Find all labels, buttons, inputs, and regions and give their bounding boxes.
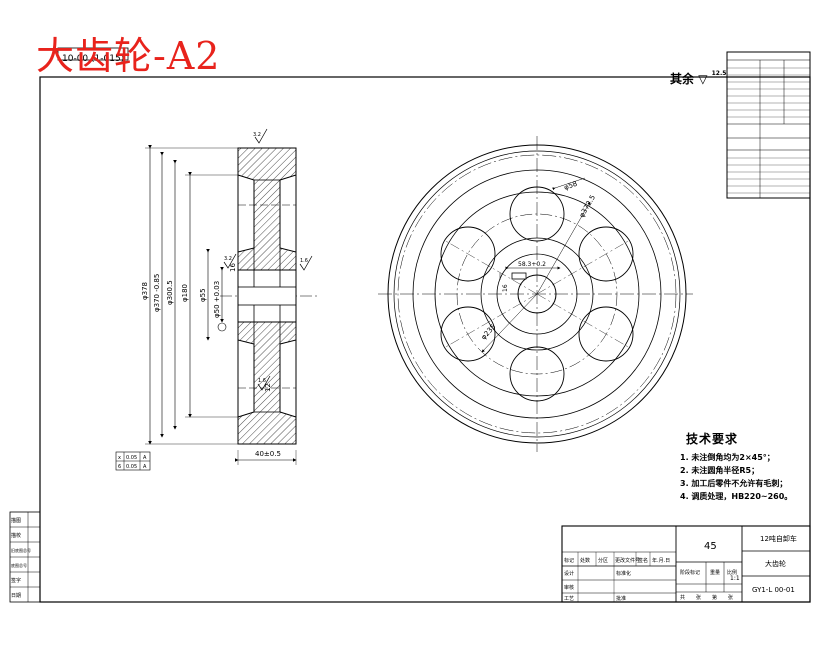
- title-block-label: 标记: [564, 557, 574, 564]
- material-value: 45: [704, 541, 717, 552]
- title-block-label: 更改文件号: [615, 557, 640, 564]
- tech-requirement-item: 1. 未注倒角均为2×45°；: [680, 453, 775, 462]
- dim-hole-diameter: φ58: [563, 180, 578, 192]
- dim-web-diameter: φ180: [181, 284, 189, 302]
- sheet-label: 共: [680, 594, 685, 601]
- tolerance-cell: x: [118, 455, 121, 461]
- roughness-label-2: 1.6: [300, 258, 308, 264]
- drawing-title-overlay: 大齿轮-A2: [36, 34, 221, 78]
- title-block-label: 工艺: [564, 596, 574, 602]
- surface-finish-label: 其余: [670, 72, 695, 86]
- surface-finish-note: 其余 ▽ 12.5: [670, 70, 726, 87]
- title-block-label: 设计: [564, 570, 574, 577]
- roughness-label-4: 1.6: [258, 378, 266, 384]
- roughness-label-3: 3.2: [224, 256, 232, 262]
- scale-value: 1:1: [730, 575, 740, 582]
- gear-parameter-table: [726, 51, 811, 199]
- margin-signature-table: 描图 描校 旧底图总号 底图总号 签字 日期: [9, 511, 41, 603]
- title-block-label: 分区: [598, 557, 608, 564]
- dim-rim-inner-diameter: φ372.5: [578, 194, 597, 219]
- dim-bore-diameter: φ50 +0.03: [213, 281, 221, 318]
- sheet-label: 张: [728, 594, 733, 601]
- margin-label: 底图总号: [11, 562, 27, 568]
- title-block-label: 年.月.日: [652, 557, 670, 564]
- scale-label: 比例: [727, 569, 737, 576]
- dim-hub-diameter: φ55: [199, 288, 207, 302]
- part-name: 大齿轮: [765, 559, 786, 568]
- margin-label: 描校: [11, 532, 21, 539]
- sheet-stamp-box: [57, 47, 129, 61]
- tolerance-cell: A: [143, 455, 147, 461]
- drawing-border: [39, 76, 811, 603]
- margin-label: 日期: [11, 593, 21, 599]
- margin-label: 描图: [11, 517, 21, 524]
- tolerance-cell: 0.05: [126, 455, 137, 461]
- title-block-label: 标准化: [616, 570, 631, 577]
- dim-outer-diameter: φ378: [141, 282, 149, 300]
- title-block-label: 处数: [580, 557, 590, 564]
- margin-label: 旧底图总号: [11, 547, 31, 553]
- tech-requirement-item: 4. 调质处理，HB220~260。: [680, 492, 793, 501]
- front-view: φ58 φ372.5 φ235 58.3+0.2 16: [378, 136, 693, 452]
- dim-keyway-height: 58.3+0.2: [518, 261, 546, 268]
- weight-label: 重量: [710, 569, 720, 576]
- tolerance-cell: 0.05: [126, 464, 137, 470]
- sheet-label: 张: [696, 594, 701, 601]
- title-block-label: 审核: [564, 584, 574, 591]
- stage-label: 阶段标记: [680, 569, 700, 576]
- title-block: 45 12吨自卸车 大齿轮 GY1-L 00-01 1:1 阶段标记 重量 比例…: [561, 525, 811, 603]
- surface-finish-value: 12.5: [711, 70, 727, 77]
- sheet-label: 第: [712, 594, 717, 601]
- project-name: 12吨自卸车: [760, 534, 797, 543]
- tolerance-cell: 6: [118, 464, 121, 470]
- dim-tip-diameter: φ370 -0.85: [153, 274, 161, 312]
- section-view: φ378 φ370 -0.85 φ300.5 φ180 φ55 φ50 +0.0…: [115, 128, 318, 471]
- dim-keyway-width: 16: [502, 284, 509, 292]
- dim-face-width: 40±0.5: [255, 450, 281, 458]
- dim-web-thickness: 12: [264, 383, 272, 392]
- roughness-symbol-icon: ▽: [698, 72, 708, 86]
- sheet-stamp: 10-00 (1-015): [62, 54, 125, 64]
- dim-keyway-depth: 16: [229, 263, 237, 272]
- title-block-label: 批准: [616, 595, 626, 602]
- margin-label: 签字: [11, 577, 21, 584]
- tech-requirement-item: 3. 加工后零件不允许有毛刺；: [680, 479, 788, 488]
- tech-requirement-item: 2. 未注圆角半径R5；: [680, 466, 760, 475]
- drawing-number: GY1-L 00-01: [752, 586, 795, 594]
- title-block-label: 签名: [638, 557, 648, 564]
- dim-pitch-diameter: φ300.5: [166, 280, 174, 305]
- tolerance-cell: A: [143, 464, 147, 470]
- tech-requirements-title: 技术要求: [686, 432, 739, 446]
- roughness-label-1: 3.2: [253, 132, 261, 138]
